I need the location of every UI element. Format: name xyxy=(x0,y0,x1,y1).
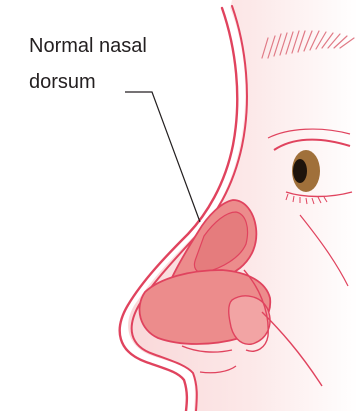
label-line-1: Normal nasal xyxy=(29,36,147,56)
leader-line xyxy=(125,92,200,222)
label-line-2: dorsum xyxy=(29,72,96,92)
pupil xyxy=(293,159,307,183)
